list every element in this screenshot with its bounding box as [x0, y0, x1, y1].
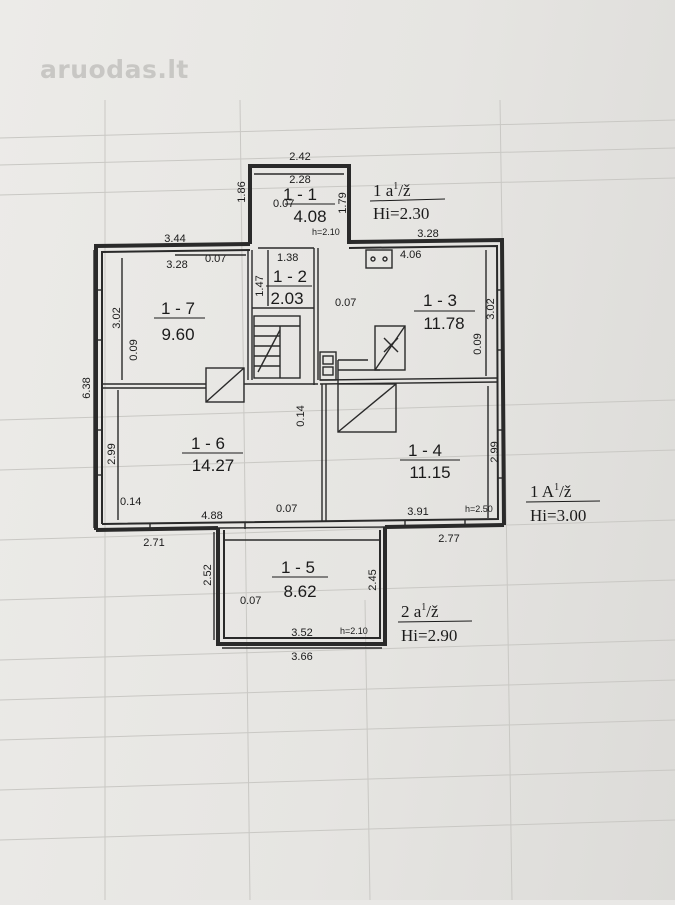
room-id: 1 - 5 [281, 558, 315, 577]
dim-text: 2.45 [367, 569, 379, 590]
floor-label-2a: 2 a1/ž Hi=2.90 [397, 602, 473, 645]
staircase-lower [337, 359, 397, 433]
room-id: 1 - 7 [161, 299, 195, 318]
dim-text: 2.99 [106, 443, 118, 464]
dim-text: 2.42 [289, 151, 310, 163]
floor-height: Hi=3.00 [530, 506, 586, 525]
dim-text: 3.52 [291, 627, 312, 639]
dimension-lines [93, 244, 489, 649]
dim-text: 3.02 [111, 307, 123, 328]
dim-text: 1.47 [254, 275, 266, 296]
room-1-5-walls [216, 527, 387, 646]
dim-text: h=2.10 [340, 626, 368, 636]
dim-text: 0.07 [335, 297, 356, 309]
room-1-4: 1 - 4 11.15 [400, 441, 460, 482]
dim-text: 0.09 [472, 333, 484, 354]
dim-text: 0.07 [276, 503, 297, 515]
room-1-5: 1 - 5 8.62 [272, 558, 328, 601]
dim-text: 0.14 [295, 405, 307, 426]
dim-text: 3.44 [164, 233, 185, 245]
dim-text: h=2.10 [312, 227, 340, 237]
room-1-5-inner [223, 530, 381, 639]
floor-height: Hi=2.30 [373, 204, 429, 223]
staircase [253, 315, 301, 379]
main-wall-inner-line [101, 244, 500, 525]
room-area: 9.60 [161, 325, 194, 344]
dim-text: 3.28 [417, 228, 438, 240]
dim-text: 2.99 [489, 441, 501, 462]
floor-label-1A: 1 A1/ž Hi=3.00 [525, 482, 601, 525]
dim-text: 3.02 [485, 298, 497, 319]
room-1-7: 1 - 7 9.60 [154, 299, 205, 344]
dimension-labels: 2.42 2.28 1.86 0.07 1.79 h=2.10 3.44 3.2… [81, 151, 501, 663]
room-area: 4.08 [293, 207, 326, 226]
south-opening-line [217, 526, 386, 529]
dim-text: 0.07 [273, 198, 294, 210]
dim-text: 2.28 [289, 174, 310, 186]
room-id: 1 - 6 [191, 434, 225, 453]
floor-height: Hi=2.90 [401, 626, 457, 645]
room-area: 14.27 [192, 456, 235, 475]
watermark-logo: aruodas.lt [40, 55, 189, 84]
main-wall-west [94, 242, 251, 530]
room-1-2: 1 - 2 2.03 [266, 267, 312, 308]
room-id: 1 - 2 [273, 267, 307, 286]
stove-block [205, 325, 406, 403]
dim-text: 3.91 [407, 506, 428, 518]
room-id: 1 - 1 [283, 185, 317, 204]
dim-text: 0.07 [205, 253, 226, 265]
room-id: 1 - 3 [423, 291, 457, 310]
dim-text: 1.86 [236, 181, 248, 202]
dim-text: 2.77 [438, 533, 459, 545]
dim-text: 3.66 [291, 651, 312, 663]
room-1-3: 1 - 3 11.78 [414, 291, 475, 333]
dim-text: 0.07 [240, 595, 261, 607]
dim-text: 0.09 [128, 339, 140, 360]
room-1-1-walls [248, 164, 351, 244]
floor-code: 2 a1/ž [401, 602, 439, 621]
floor-label-1a: 1 a1/ž Hi=2.30 [369, 181, 446, 223]
radiator [365, 249, 393, 269]
interior-walls [102, 248, 499, 522]
dim-text: h=2.50 [465, 504, 493, 514]
room-area: 11.78 [423, 314, 464, 333]
room-area: 8.62 [283, 582, 316, 601]
dim-text: 4.06 [400, 249, 421, 261]
dim-text: 1.79 [337, 192, 349, 213]
dim-text: 0.14 [120, 496, 141, 508]
floor-code: 1 A1/ž [530, 482, 572, 501]
floor-code: 1 a1/ž [373, 181, 411, 200]
room-area: 11.15 [409, 463, 450, 482]
room-1-6: 1 - 6 14.27 [182, 434, 243, 475]
dim-text: 4.88 [201, 510, 222, 522]
dim-text: 3.28 [166, 259, 187, 271]
dim-text: 2.71 [143, 537, 164, 549]
dim-text: 1.38 [277, 252, 298, 264]
room-id: 1 - 4 [408, 441, 442, 460]
room-1-1: 1 - 1 4.08 [283, 185, 335, 226]
dim-text: 6.38 [81, 377, 93, 398]
room-area: 2.03 [270, 289, 303, 308]
dim-text: 2.52 [202, 564, 214, 585]
